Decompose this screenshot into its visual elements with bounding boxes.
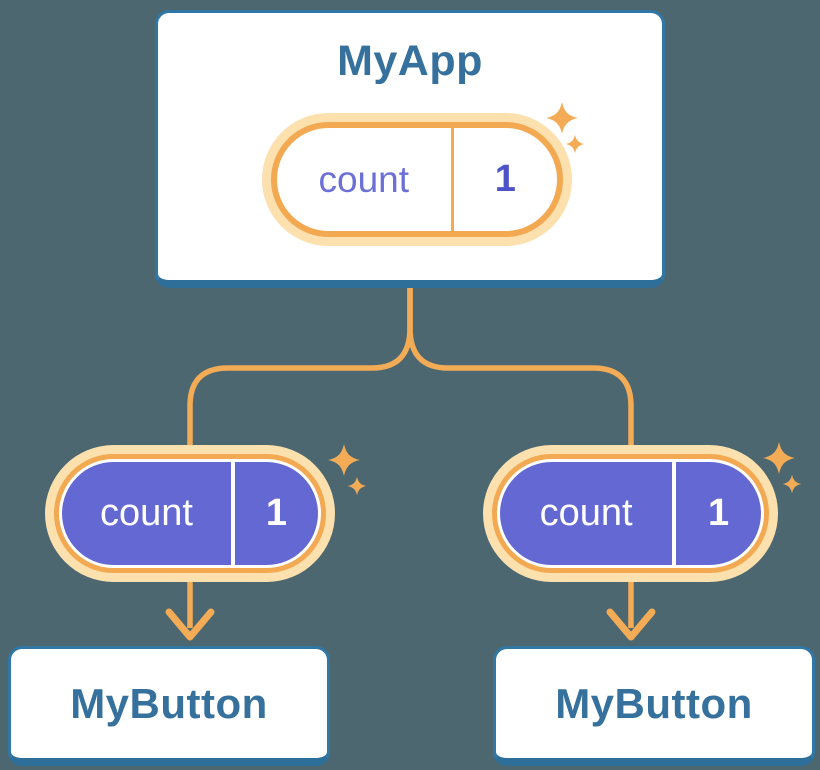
sparkle-icon — [546, 102, 585, 154]
connector-branch-left — [187, 288, 413, 628]
state-name-label: count — [318, 158, 410, 200]
myapp-state-pill: count 1 — [262, 113, 572, 246]
pill-divider — [230, 462, 235, 565]
right-prop-pill: count 1 — [483, 445, 778, 582]
prop-name-label: count — [539, 492, 633, 534]
sparkle-icon — [328, 444, 367, 496]
prop-value: 1 — [265, 492, 288, 534]
prop-pill-body: count 1 — [62, 462, 318, 565]
mybutton-card-right: MyButton — [493, 646, 815, 766]
state-value: 1 — [494, 158, 516, 200]
connector-branch-right — [407, 288, 634, 628]
state-pill-ring: count 1 — [271, 122, 563, 237]
pill-divider — [450, 128, 454, 231]
prop-name-label: count — [99, 492, 193, 534]
mybutton-card-left: MyButton — [8, 646, 330, 766]
prop-pill-ring: count 1 — [54, 454, 326, 573]
mybutton-title: MyButton — [70, 679, 268, 727]
myapp-title: MyApp — [337, 37, 483, 85]
sparkle-icon — [763, 442, 802, 494]
left-prop-pill: count 1 — [45, 445, 335, 582]
arrowhead-left-icon — [165, 608, 215, 641]
prop-pill-ring: count 1 — [492, 454, 769, 573]
prop-value: 1 — [708, 492, 730, 534]
prop-pill-body: count 1 — [500, 462, 761, 565]
pill-divider — [672, 462, 677, 565]
arrowhead-right-icon — [606, 608, 656, 641]
mybutton-title: MyButton — [555, 679, 753, 727]
